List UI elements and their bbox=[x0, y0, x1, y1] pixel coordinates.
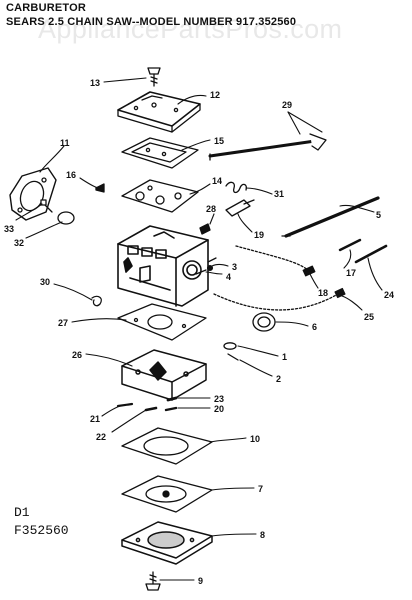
callout-29: 29 bbox=[282, 100, 292, 110]
part-27-gasket bbox=[117, 303, 207, 341]
part-30-clip bbox=[91, 295, 102, 307]
callout-9: 9 bbox=[198, 576, 203, 586]
part-28-screw bbox=[199, 223, 211, 235]
callout-20: 20 bbox=[214, 404, 224, 414]
callout-2: 2 bbox=[276, 374, 281, 384]
callout-32: 32 bbox=[14, 238, 24, 248]
part-20-23-pins bbox=[116, 396, 178, 412]
part-31-spring bbox=[225, 181, 248, 194]
part-18-25-fittings bbox=[213, 245, 346, 311]
part-32-disc bbox=[57, 211, 75, 225]
leader-lines bbox=[15, 77, 383, 581]
part-3-4-screws bbox=[195, 257, 217, 275]
callout-22: 22 bbox=[96, 432, 106, 442]
part-7-diaphragm bbox=[121, 475, 213, 513]
callout-25: 25 bbox=[364, 312, 374, 322]
callout-30: 30 bbox=[40, 277, 50, 287]
callout-24: 24 bbox=[384, 290, 394, 300]
diagram-title: CARBURETOR bbox=[6, 2, 87, 14]
callout-6: 6 bbox=[312, 322, 317, 332]
callout-31: 31 bbox=[274, 189, 284, 199]
part-12-cover-plate bbox=[117, 91, 201, 133]
callout-28: 28 bbox=[206, 204, 216, 214]
part-19-needle bbox=[225, 199, 255, 217]
callout-16: 16 bbox=[66, 170, 76, 180]
callout-27: 27 bbox=[58, 318, 68, 328]
part-13-screw bbox=[147, 67, 161, 87]
part-8-cover bbox=[121, 521, 213, 565]
callout-21: 21 bbox=[90, 414, 100, 424]
callout-labels: 13 12 29 11 15 16 14 31 28 5 19 33 32 3 … bbox=[4, 78, 394, 586]
part-5-choke-shaft bbox=[281, 196, 380, 238]
callout-23: 23 bbox=[214, 394, 224, 404]
part-11-gasket bbox=[9, 167, 57, 221]
callout-1: 1 bbox=[282, 352, 287, 362]
part-33-screw bbox=[40, 199, 53, 213]
part-15-gasket bbox=[121, 137, 199, 169]
part-14-diaphragm bbox=[121, 179, 199, 213]
callout-10: 10 bbox=[250, 434, 260, 444]
diagram-subtitle: SEARS 2.5 CHAIN SAW--MODEL NUMBER 917.35… bbox=[6, 16, 297, 28]
callout-17: 17 bbox=[346, 268, 356, 278]
callout-8: 8 bbox=[260, 530, 265, 540]
callout-26: 26 bbox=[72, 350, 82, 360]
part-17-needle bbox=[338, 238, 388, 264]
callout-15: 15 bbox=[214, 136, 224, 146]
callout-19: 19 bbox=[254, 230, 264, 240]
part-10-gasket bbox=[121, 427, 213, 465]
callout-13: 13 bbox=[90, 78, 100, 88]
callout-33: 33 bbox=[4, 224, 14, 234]
part-6-screen bbox=[252, 312, 276, 332]
part-9-screw bbox=[145, 571, 161, 591]
callout-12: 12 bbox=[210, 90, 220, 100]
carburetor-body bbox=[117, 225, 209, 307]
part-29-throttle-shaft bbox=[208, 133, 327, 161]
callout-11: 11 bbox=[60, 138, 70, 148]
part-16-spring bbox=[95, 183, 105, 193]
callout-5: 5 bbox=[376, 210, 381, 220]
diagram-code-1: D1 bbox=[14, 505, 30, 520]
callout-4: 4 bbox=[226, 272, 231, 282]
callout-7: 7 bbox=[258, 484, 263, 494]
callout-3: 3 bbox=[232, 262, 237, 272]
part-26-metering-body bbox=[121, 349, 207, 401]
diagram-code-2: F352560 bbox=[14, 523, 69, 538]
part-1-2-ring bbox=[223, 342, 239, 361]
callout-18: 18 bbox=[318, 288, 328, 298]
callout-14: 14 bbox=[212, 176, 222, 186]
